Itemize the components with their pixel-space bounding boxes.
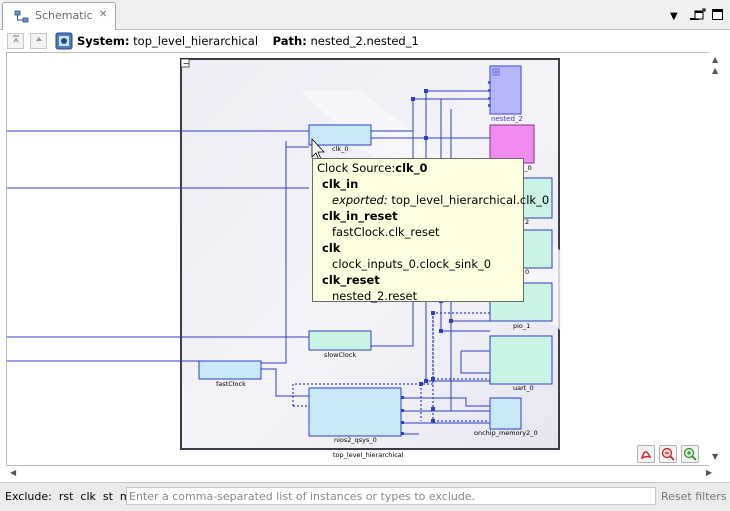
exclude-filter-bar: Exclude: rst clk st mm Reset filters bbox=[0, 482, 730, 511]
label-nested_2: nested_2 bbox=[491, 115, 523, 123]
scroll-left-icon[interactable]: ◀ bbox=[10, 468, 17, 477]
collapse-glyph: − bbox=[183, 59, 190, 68]
module-slowClock[interactable] bbox=[308, 330, 372, 351]
module-magenta[interactable] bbox=[489, 124, 535, 164]
horizontal-scrollbar[interactable]: ◀ ▶ bbox=[6, 466, 723, 479]
scroll-up-icon-2[interactable]: ▲ bbox=[712, 66, 719, 75]
pdf-icon bbox=[640, 451, 652, 460]
system-label: System: bbox=[77, 34, 130, 48]
module-nested_2[interactable] bbox=[489, 65, 522, 115]
label-partial-0: 0 bbox=[525, 268, 529, 276]
clock-source-tooltip: Clock Source:clk_0 clk_in exported: top_… bbox=[312, 158, 549, 303]
collapse-icon[interactable] bbox=[180, 58, 190, 68]
label-clk_0: clk_0 bbox=[332, 145, 349, 153]
tooltip-value-clk_in: top_level_hierarchical.clk_0 bbox=[391, 193, 550, 207]
label-pio_1: pio_1 bbox=[513, 322, 530, 330]
tooltip-port-clk_reset: clk_reset bbox=[322, 273, 380, 287]
exclude-label: Exclude: bbox=[5, 490, 52, 503]
view-menu-dropdown-icon[interactable]: ▼ bbox=[670, 11, 678, 22]
zoom-out-button[interactable] bbox=[659, 445, 677, 463]
path-label: Path: bbox=[272, 34, 307, 48]
module-onchip_memory2_0[interactable] bbox=[489, 397, 522, 430]
module-fastClock[interactable] bbox=[198, 360, 262, 380]
restore-icon[interactable] bbox=[694, 8, 706, 23]
vertical-scrollbar[interactable]: ▲ ▲ ▼ bbox=[709, 52, 723, 466]
label-partial-s0: s_0 bbox=[521, 164, 532, 172]
module-uart_0[interactable] bbox=[489, 335, 553, 385]
filter-clk[interactable]: clk bbox=[80, 490, 96, 503]
tooltip-value-clk: clock_inputs_0.clock_sink_0 bbox=[332, 257, 492, 271]
tooltip-port-clk: clk bbox=[322, 241, 341, 255]
exclude-input[interactable] bbox=[126, 487, 656, 505]
schematic-icon bbox=[14, 10, 30, 27]
label-partial-2: 2 bbox=[525, 218, 529, 226]
container-label: top_level_hierarchical bbox=[333, 451, 404, 459]
tooltip-port-clk_in: clk_in bbox=[322, 177, 359, 191]
maximize-icon[interactable] bbox=[712, 9, 723, 23]
module-nios2_qsys_0[interactable] bbox=[308, 387, 402, 437]
schematic-canvas[interactable]: − bbox=[6, 52, 710, 466]
schematic-toolbar: System: top_level_hierarchical Path: nes… bbox=[0, 30, 730, 52]
filter-st[interactable]: st bbox=[102, 490, 113, 503]
scroll-down-icon[interactable]: ▼ bbox=[712, 452, 719, 461]
label-fastClock: fastClock bbox=[216, 380, 246, 388]
tab-label: Schematic bbox=[35, 9, 93, 22]
system-value: top_level_hierarchical bbox=[133, 34, 259, 48]
zoom-in-icon bbox=[683, 447, 697, 461]
close-icon[interactable]: ✕ bbox=[99, 9, 108, 20]
export-pdf-button[interactable] bbox=[637, 445, 655, 463]
scroll-right-icon[interactable]: ▶ bbox=[706, 468, 713, 477]
zoom-out-icon bbox=[661, 447, 675, 461]
navigate-up-button[interactable] bbox=[30, 33, 47, 49]
tooltip-title-prefix: Clock Source: bbox=[317, 161, 396, 175]
tab-schematic[interactable]: Schematic ✕ bbox=[2, 2, 116, 30]
tooltip-value-clk_in_reset: fastClock.clk_reset bbox=[332, 225, 440, 239]
tooltip-port-clk_in_reset: clk_in_reset bbox=[322, 209, 398, 223]
tooltip-value-clk_reset: nested_2.reset bbox=[332, 289, 418, 303]
navigate-top-button[interactable] bbox=[7, 33, 24, 49]
tab-bar: Schematic ✕ ▼ bbox=[0, 0, 730, 30]
label-uart_0: uart_0 bbox=[513, 384, 534, 392]
scroll-up-icon[interactable]: ▲ bbox=[712, 55, 719, 64]
path-value: nested_2.nested_1 bbox=[310, 34, 419, 48]
zoom-in-button[interactable] bbox=[681, 445, 699, 463]
label-nios2_qsys_0: nios2_qsys_0 bbox=[334, 436, 377, 444]
tooltip-note-exported: exported: bbox=[332, 193, 388, 207]
tooltip-title-name: clk_0 bbox=[395, 161, 428, 175]
module-clk_0[interactable] bbox=[308, 124, 372, 146]
reset-filters-button[interactable]: Reset filters bbox=[661, 490, 727, 503]
label-slowClock: slowClock bbox=[324, 351, 356, 359]
system-icon bbox=[55, 32, 73, 53]
filter-rst[interactable]: rst bbox=[58, 490, 74, 503]
label-onchip_memory2_0: onchip_memory2_0 bbox=[474, 429, 538, 437]
